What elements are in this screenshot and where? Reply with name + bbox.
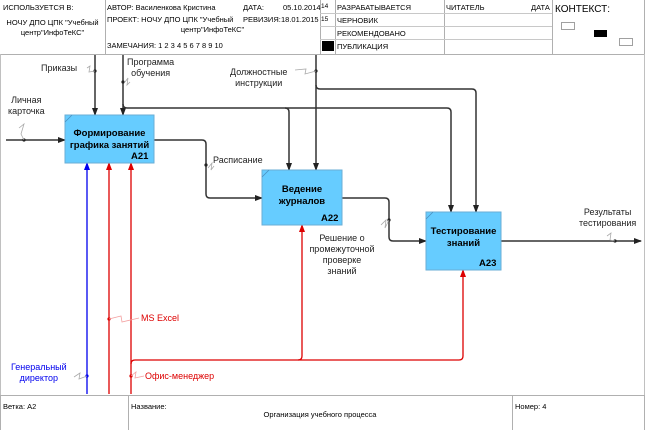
label-text: Приказы xyxy=(41,63,78,73)
status-marker xyxy=(322,41,334,51)
used-in-label: ИСПОЛЬЗУЕТСЯ В: xyxy=(3,3,74,12)
context-node-current xyxy=(594,30,607,37)
divider xyxy=(444,0,445,54)
label-text: Решение о xyxy=(319,233,365,243)
activity-box-a23[interactable] xyxy=(425,211,502,271)
label-text: инструкции xyxy=(235,78,283,88)
label-text: тестирования xyxy=(579,218,637,228)
context-node xyxy=(561,22,575,30)
activity-box-a21[interactable] xyxy=(64,114,155,164)
label-text: MS Excel xyxy=(141,313,180,323)
divider xyxy=(320,0,321,54)
node-field: Ветка: A2 xyxy=(3,402,37,411)
diagram-canvas: Формирование графика занятий A21 Ведение… xyxy=(0,54,645,396)
status-draft: ЧЕРНОВИК xyxy=(337,16,379,25)
reader-label: ЧИТАТЕЛЬ xyxy=(446,3,485,12)
label-text: Расписание xyxy=(213,155,263,165)
number-field: Номер: 4 xyxy=(515,402,547,411)
notes-field: ЗАМЕЧАНИЯ: 1 2 3 4 5 6 7 8 9 10 xyxy=(107,41,223,50)
divider xyxy=(105,0,106,54)
divider xyxy=(128,396,129,430)
label-prikazy: Приказы xyxy=(41,63,77,74)
divider xyxy=(320,13,552,14)
arrow-raspisanie xyxy=(154,139,263,201)
box-title-line: Тестирование xyxy=(430,226,497,237)
label-text: Личная xyxy=(11,95,42,105)
label-text: Результаты xyxy=(583,207,632,217)
label-text: директор xyxy=(19,373,59,383)
header-frame: ИСПОЛЬЗУЕТСЯ В: НОЧУ ДПО ЦПК "Учебный це… xyxy=(0,0,645,55)
box-title-line: знаний xyxy=(446,238,481,249)
name-label: Название: xyxy=(131,402,167,411)
divider xyxy=(552,0,553,54)
arrow-ofis-a23 xyxy=(298,269,466,361)
label-text: Программа xyxy=(127,57,175,67)
project-value: центр"ИнфоТеКС" xyxy=(180,25,245,34)
divider xyxy=(0,396,1,430)
label-raspisanie: Расписание xyxy=(213,155,263,166)
label-text: проверке xyxy=(322,255,362,265)
revision-value: 18.01.2015 xyxy=(281,15,319,24)
label-ms-excel: MS Excel xyxy=(141,313,179,324)
revision-label: РЕВИЗИЯ: xyxy=(243,15,281,24)
label-text: Офис-менеджер xyxy=(145,371,215,381)
box-a22-number: A22 xyxy=(321,213,339,224)
project-field: ПРОЕКТ: НОЧУ ДПО ЦПК "Учебный xyxy=(107,15,234,24)
divider xyxy=(320,39,552,40)
box-a23-number: A23 xyxy=(479,258,497,269)
used-in-value: НОЧУ ДПО ЦПК "Учебный xyxy=(6,18,99,27)
box-a22-title: Ведение журналов xyxy=(262,184,342,208)
arrow-dolzhnostnye-a23 xyxy=(315,84,479,213)
divider xyxy=(335,0,336,54)
diagram-svg xyxy=(6,55,642,394)
label-text: обучения xyxy=(131,68,171,78)
label-text: Генеральный xyxy=(11,362,67,372)
diagram-name: Организация учебного процесса xyxy=(263,410,377,419)
arrow-ofis-a22 xyxy=(130,224,305,365)
label-text: промежуточной xyxy=(309,244,375,254)
box-a21-number: A21 xyxy=(131,151,149,162)
label-text: Должностные xyxy=(230,67,288,77)
divider xyxy=(320,26,552,27)
status-recommended: РЕКОМЕНДОВАНО xyxy=(337,29,406,38)
header-fragment: 14 xyxy=(321,3,329,10)
box-title-line: Ведение xyxy=(281,184,323,195)
status-working: РАЗРАБАТЫВАЕТСЯ xyxy=(337,3,412,12)
header-fragment: 15 xyxy=(321,16,329,23)
arrow-programma-a23 xyxy=(285,107,454,213)
context-node xyxy=(619,38,633,46)
activity-box-a22[interactable] xyxy=(261,169,343,226)
divider xyxy=(512,396,513,430)
label-text: знаний xyxy=(327,266,357,276)
box-title-line: журналов xyxy=(278,196,326,207)
footer-frame: Ветка: A2 Название: Организация учебного… xyxy=(0,395,645,430)
box-title-line: Формирование xyxy=(73,128,146,139)
box-a23-title: Тестирование знаний xyxy=(426,226,501,250)
date-value: 05.10.2014 xyxy=(283,3,321,12)
reader-date-label: ДАТА xyxy=(531,3,550,12)
box-a21-title: Формирование графика занятий xyxy=(65,128,154,152)
date-label: ДАТА: xyxy=(243,3,264,12)
used-in-value: центр"ИнфоТеКС" xyxy=(20,28,85,37)
status-publication: ПУБЛИКАЦИЯ xyxy=(337,42,389,51)
label-ofis: Офис-менеджер xyxy=(145,371,214,382)
context-label: КОНТЕКСТ: xyxy=(555,4,610,15)
author-field: АВТОР: Василенкова Кристина xyxy=(107,3,216,12)
label-text: карточка xyxy=(8,106,45,116)
box-title-line: графика занятий xyxy=(69,140,150,151)
